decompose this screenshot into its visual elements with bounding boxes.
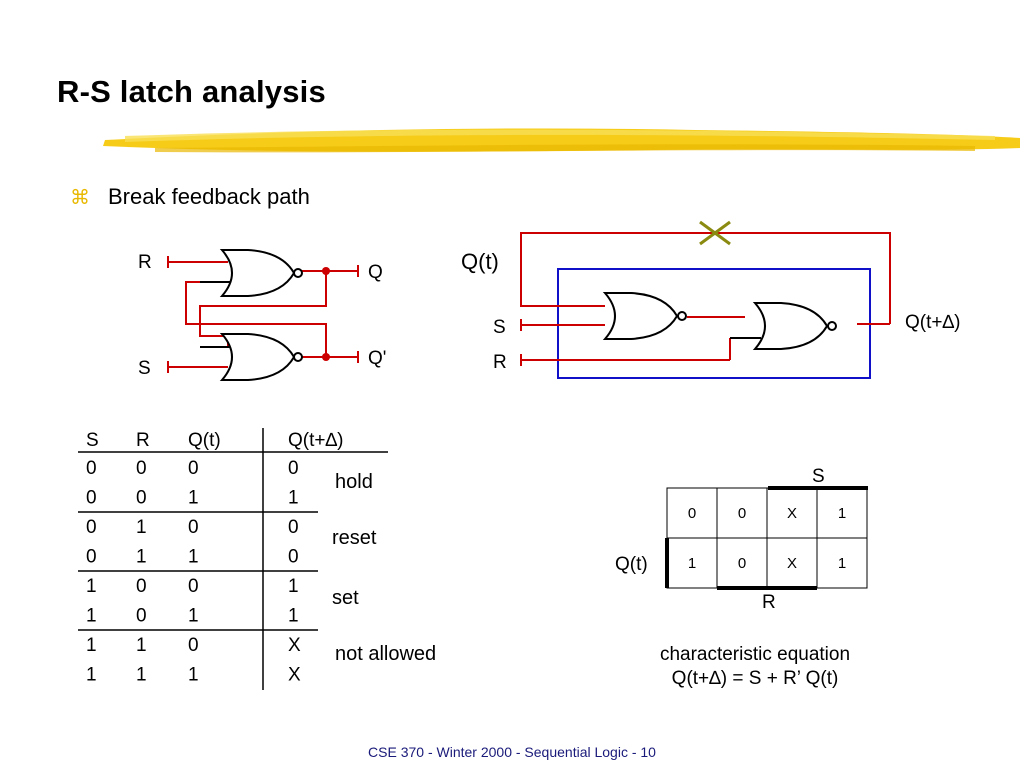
- truth-table-cell: 1: [188, 665, 199, 686]
- truth-table-header: R: [136, 430, 150, 451]
- truth-table-header: Q(t+∆): [288, 430, 343, 451]
- truth-table-cell: 0: [288, 517, 299, 538]
- kmap-label-r: R: [762, 592, 776, 613]
- truth-table-cell: 1: [288, 606, 299, 627]
- truth-table-cell: 1: [136, 547, 147, 568]
- truth-table-cell: 1: [288, 576, 299, 597]
- equation-caption: characteristic equation: [659, 644, 851, 665]
- kmap-cell: [766, 537, 818, 589]
- truth-table-cell: 1: [188, 547, 199, 568]
- truth-table-cell: 0: [188, 517, 199, 538]
- x-mark-icon: [699, 220, 731, 246]
- annotation-not-allowed: not allowed: [335, 643, 436, 665]
- latch-input-r: R: [138, 252, 152, 273]
- broken-feedback-diagram: Q(t) S R Q(t+∆): [461, 220, 960, 379]
- broken-label-r: R: [493, 352, 507, 373]
- latch-input-s: S: [138, 358, 151, 379]
- kmap-cell-value: X: [787, 555, 797, 572]
- truth-table-header: Q(t): [188, 430, 221, 451]
- truth-table-cell: 1: [136, 635, 147, 656]
- truth-table-cell: 0: [288, 547, 299, 568]
- latch-output-q: Q: [368, 262, 383, 283]
- kmap-cell-value: 0: [688, 505, 696, 522]
- truth-table-cell: 0: [136, 458, 147, 479]
- truth-table-cell: 0: [188, 635, 199, 656]
- nor-latch-diagram: R S Q Q': [138, 249, 386, 381]
- truth-table-cell: 1: [136, 517, 147, 538]
- broken-label-out: Q(t+∆): [905, 312, 960, 333]
- truth-table-cell: 0: [136, 488, 147, 509]
- broken-label-s: S: [493, 317, 506, 338]
- truth-table-cell: 0: [136, 606, 147, 627]
- truth-table-cell: 1: [136, 665, 147, 686]
- slide-footer: CSE 370 - Winter 2000 - Sequential Logic…: [368, 744, 656, 760]
- bullet-text: Break feedback path: [108, 184, 310, 209]
- kmap-label-s: S: [812, 466, 825, 487]
- truth-table-cell: 1: [86, 635, 97, 656]
- kmap-cell-value: 1: [838, 555, 846, 572]
- annotation-reset: reset: [332, 527, 377, 549]
- truth-table-cell: X: [288, 665, 301, 686]
- truth-table-cell: 0: [86, 547, 97, 568]
- truth-table-cell: 0: [288, 458, 299, 479]
- kmap-cell-value: 1: [838, 505, 846, 522]
- truth-table-cell: 0: [188, 576, 199, 597]
- kmap-cell: [816, 537, 868, 589]
- truth-table-cell: 1: [188, 606, 199, 627]
- command-key-icon: ⌘: [70, 187, 90, 209]
- truth-table: S R Q(t) Q(t+∆) 0 0 0 0 0 0 1 1 0 1 0 0 0 1 1 0 1 0 0 1 1 0 1 1 1 1 0…: [78, 428, 436, 690]
- equation-formula: Q(t+∆) = S + R’ Q(t): [671, 668, 839, 689]
- kmap-cell-value: 0: [738, 555, 746, 572]
- page-title: R-S latch analysis: [57, 74, 326, 109]
- annotation-set: set: [332, 587, 359, 609]
- truth-table-cell: 1: [288, 488, 299, 509]
- latch-output-qn: Q': [368, 348, 386, 369]
- characteristic-equation: characteristic equation Q(t+∆) = S + R’ …: [620, 643, 890, 691]
- kmap-cell-value: X: [787, 505, 797, 522]
- truth-table-cell: 0: [188, 458, 199, 479]
- broken-label-qt: Q(t): [461, 249, 499, 274]
- kmap-cell-value: 1: [688, 555, 696, 572]
- truth-table-cell: 1: [86, 665, 97, 686]
- title-underline: [103, 128, 1020, 153]
- truth-table-cell: 1: [86, 576, 97, 597]
- truth-table-cell: 0: [86, 517, 97, 538]
- truth-table-cell: 0: [86, 458, 97, 479]
- kmap-cell: [816, 487, 868, 539]
- annotation-hold: hold: [335, 471, 373, 493]
- kmap-cell: [716, 487, 768, 539]
- truth-table-cell: 1: [86, 606, 97, 627]
- truth-table-cell: 0: [86, 488, 97, 509]
- truth-table-cell: X: [288, 635, 301, 656]
- kmap-cell-value: 0: [738, 505, 746, 522]
- truth-table-header: S: [86, 430, 99, 451]
- truth-table-cell: 0: [136, 576, 147, 597]
- kmap-label-qt: Q(t): [615, 554, 648, 575]
- truth-table-cell: 1: [188, 488, 199, 509]
